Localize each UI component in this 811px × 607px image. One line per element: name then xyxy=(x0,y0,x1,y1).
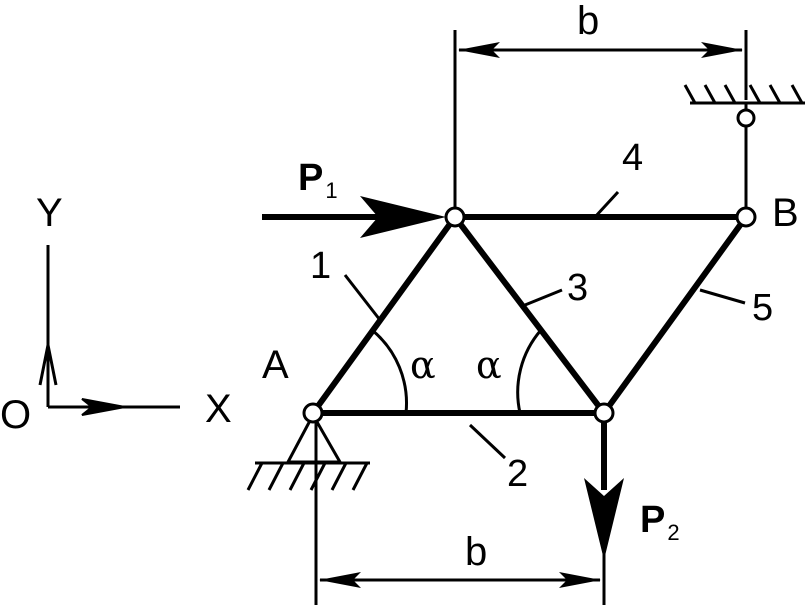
bottom-dimension: b xyxy=(314,415,606,605)
x-axis-label: X xyxy=(205,387,232,431)
node-a xyxy=(302,402,324,424)
member-3-leader xyxy=(524,288,563,307)
support-b xyxy=(683,84,805,212)
member-5-label: 5 xyxy=(752,287,773,329)
member-1 xyxy=(310,214,458,416)
member-2-label: 2 xyxy=(507,453,528,495)
force-p1: P1 xyxy=(262,157,446,238)
y-axis-arrow xyxy=(38,344,58,386)
member-1-leader xyxy=(343,274,382,321)
force-p2-arrowhead xyxy=(584,478,624,560)
coordinate-axes: X Y O xyxy=(0,191,232,437)
force-p2-label: P2 xyxy=(640,499,680,545)
support-a xyxy=(246,411,370,491)
support-b-pin xyxy=(736,108,756,128)
node-a-label: A xyxy=(262,343,289,387)
member-leaders xyxy=(343,190,746,460)
angle-arc-left xyxy=(371,328,408,414)
node-b-label: B xyxy=(772,191,799,235)
origin-label: O xyxy=(0,393,31,437)
member-5-leader xyxy=(699,288,746,305)
member-2-leader xyxy=(468,423,507,460)
support-b-hatch xyxy=(683,84,804,104)
force-p1-arrowhead xyxy=(360,196,446,238)
node-top xyxy=(444,206,466,228)
top-dim-arrow-left xyxy=(458,42,500,58)
angle-alpha-left: α xyxy=(410,343,436,387)
node-bottom-right xyxy=(593,402,615,424)
member-4-leader xyxy=(593,190,620,219)
member-4-label: 4 xyxy=(622,137,643,179)
bottom-dim-arrow-right xyxy=(559,572,601,588)
top-dim-arrow-right xyxy=(701,42,743,58)
node-b xyxy=(735,206,757,228)
member-1-label: 1 xyxy=(310,245,331,287)
top-dim-label: b xyxy=(577,0,599,43)
truss-members xyxy=(310,214,749,416)
bottom-dim-arrow-left xyxy=(319,572,361,588)
x-axis-arrow xyxy=(81,398,126,416)
member-3 xyxy=(452,214,607,416)
y-axis-label: Y xyxy=(36,191,63,235)
support-a-hatch xyxy=(246,462,369,491)
bottom-dim-label: b xyxy=(465,530,487,574)
top-dimension: b xyxy=(453,0,748,215)
member-5 xyxy=(601,214,749,416)
force-p2: P2 xyxy=(584,420,680,560)
member-3-label: 3 xyxy=(567,267,588,309)
force-p1-label: P1 xyxy=(298,157,338,203)
angle-alpha-right: α xyxy=(476,343,502,387)
angle-arc-right xyxy=(516,329,543,414)
